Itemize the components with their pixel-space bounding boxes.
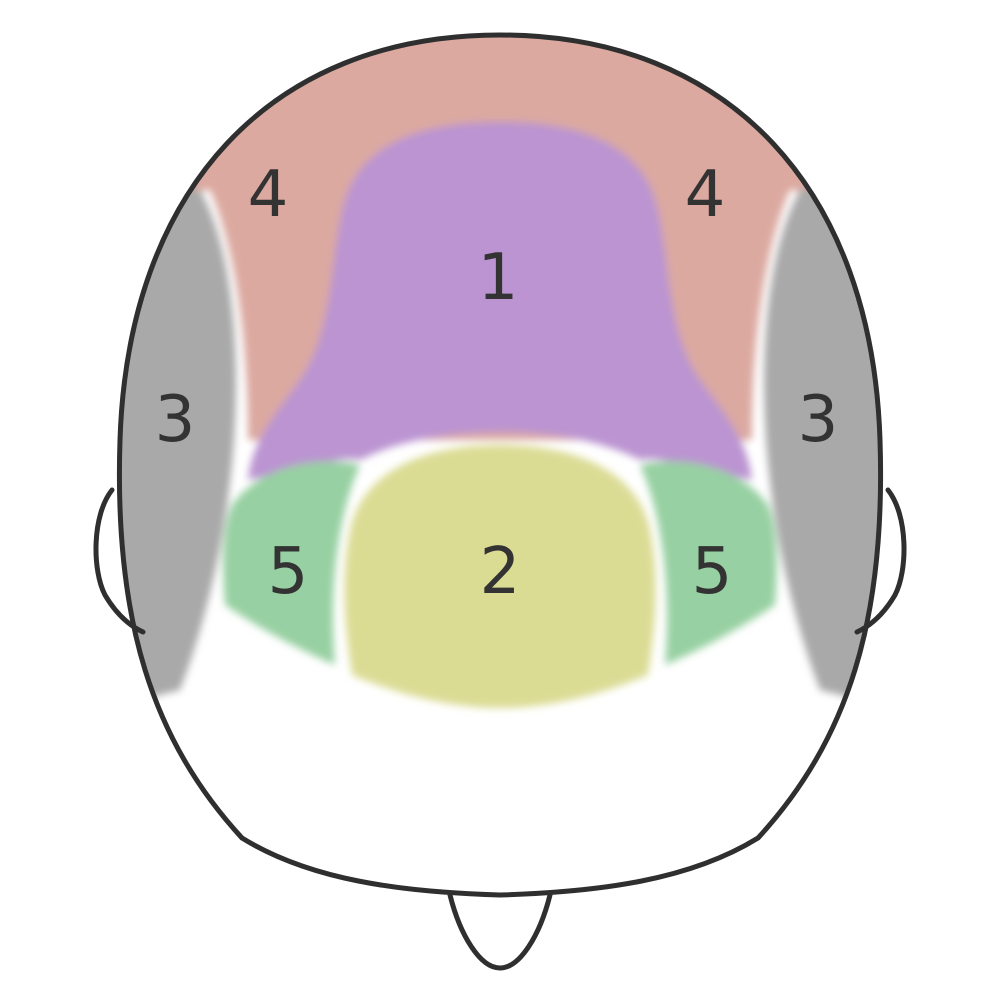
zone-2-label: 2 — [480, 535, 521, 609]
zones-layer — [119, 35, 881, 720]
zone-3-left-region — [119, 170, 236, 720]
zone-3-left-label: 3 — [155, 383, 196, 457]
right-ear-outline — [854, 487, 907, 635]
zone-1-region — [248, 122, 752, 480]
nose-outline — [447, 892, 553, 971]
zone-5-right-label: 5 — [692, 535, 733, 609]
zone-4-left-label: 4 — [248, 158, 289, 232]
zone-4-right-label: 4 — [685, 158, 726, 232]
zone-5-right-region — [640, 461, 777, 665]
zone-3-right-region — [764, 170, 881, 720]
zone-5-left-label: 5 — [268, 535, 309, 609]
zone-3-right-label: 3 — [798, 383, 839, 457]
zone-2-region — [344, 445, 656, 708]
zone-5-left-region — [223, 461, 360, 665]
left-ear-outline — [93, 487, 146, 635]
zone-1-label: 1 — [478, 241, 519, 315]
head-outline — [116, 32, 884, 898]
